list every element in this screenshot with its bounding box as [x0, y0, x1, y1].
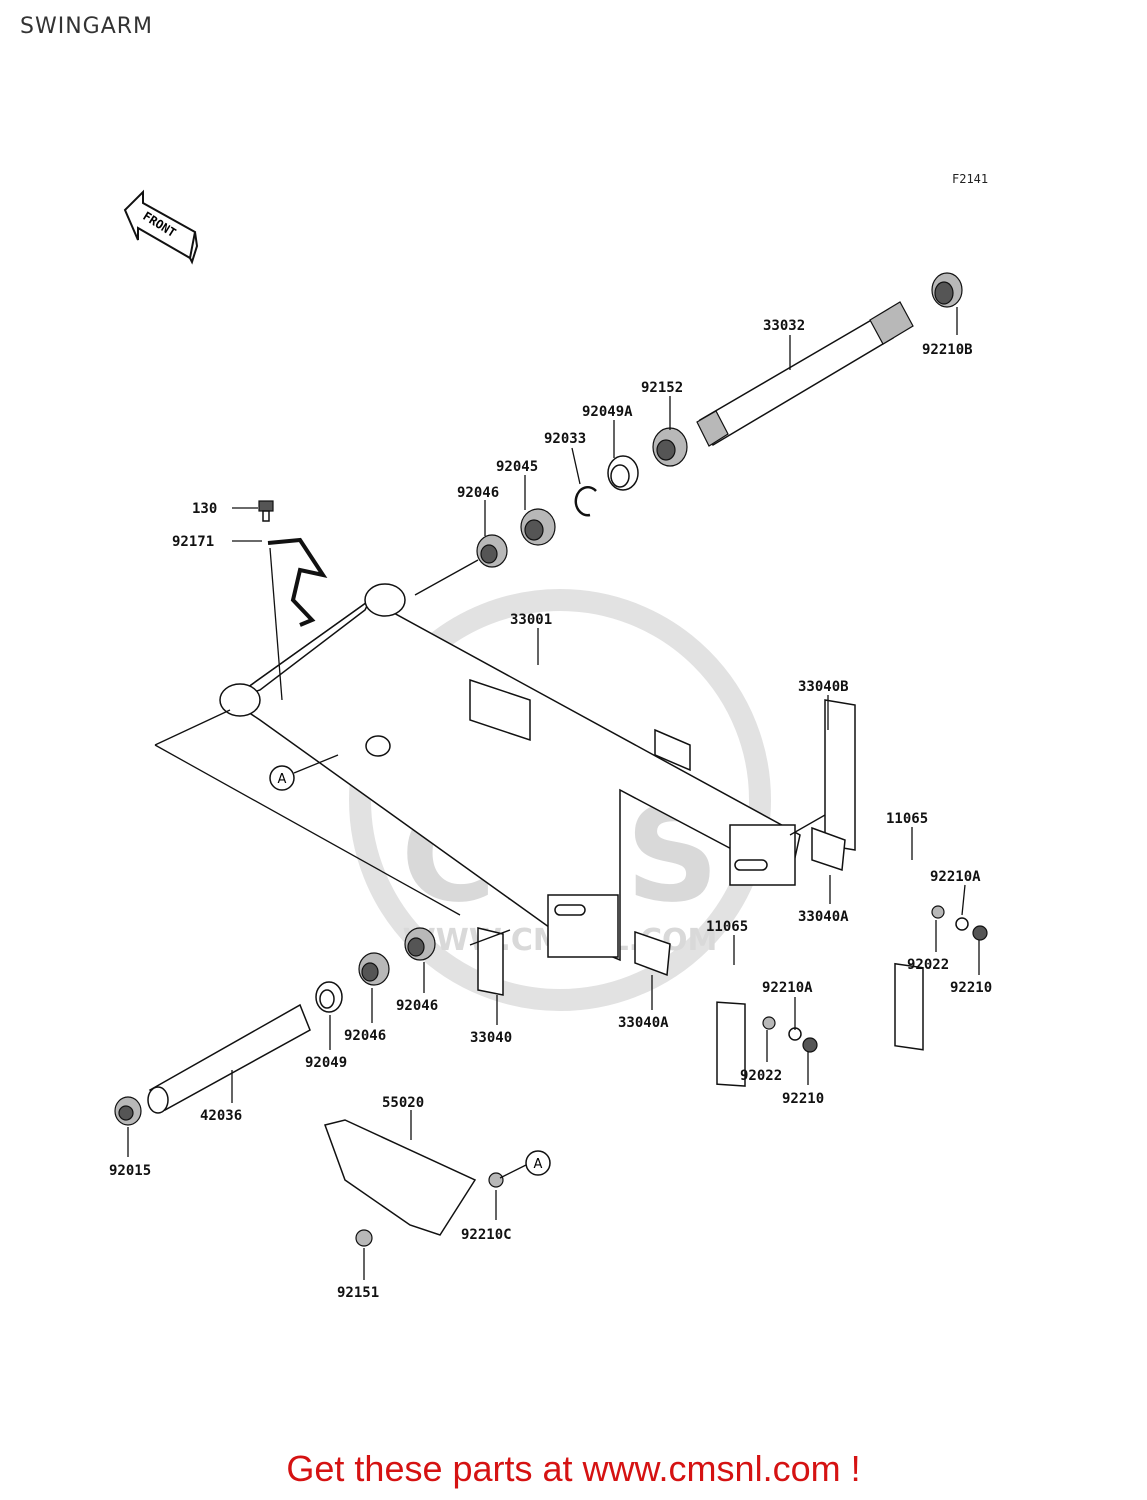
adjuster-33040a-right — [811, 826, 846, 872]
figure-code: F2141 — [952, 172, 989, 186]
bearing-92046-upper — [476, 534, 508, 568]
washer-92210a-right — [955, 917, 969, 931]
callout-92210a-left: 92210A — [762, 980, 813, 996]
nut-92152 — [652, 427, 688, 467]
callout-92049: 92049 — [305, 1055, 347, 1071]
callout-130: 130 — [192, 501, 217, 517]
washer-92022-left — [762, 1016, 776, 1030]
bearing-92046-lower-right — [404, 927, 436, 961]
callout-92033: 92033 — [544, 431, 586, 447]
callout-92210b: 92210B — [922, 342, 973, 358]
callout-92046-lower-left: 92046 — [344, 1028, 386, 1044]
plate-33040b — [824, 699, 856, 851]
swingarm-33001 — [219, 583, 801, 962]
callout-92210-left: 92210 — [782, 1091, 824, 1107]
callout-92045: 92045 — [496, 459, 538, 475]
collar-92210c — [488, 1172, 504, 1188]
reference-mark-a-2: A — [525, 1150, 551, 1176]
nut-92210-right — [972, 925, 988, 941]
nut-92210-left — [802, 1037, 818, 1053]
chain-guard-55020 — [324, 1119, 477, 1236]
bracket-92171 — [267, 537, 328, 627]
callout-92046-lower-right: 92046 — [396, 998, 438, 1014]
bolt-130 — [258, 500, 274, 522]
callout-92049a: 92049A — [582, 404, 633, 420]
plate-33040 — [477, 927, 504, 996]
promo-link[interactable]: Get these parts at www.cmsnl.com ! — [286, 1448, 861, 1489]
callout-92210c: 92210C — [461, 1227, 512, 1243]
plate-11065-left — [716, 1001, 746, 1087]
callout-lines — [127, 307, 980, 1280]
callout-33040a-right: 33040A — [798, 909, 849, 925]
collar-92210b — [931, 272, 963, 308]
reference-mark-label: A — [278, 772, 287, 787]
bearing-92045 — [520, 508, 556, 546]
nut-92015 — [114, 1096, 142, 1126]
callout-55020: 55020 — [382, 1095, 424, 1111]
callout-92210-right: 92210 — [950, 980, 992, 996]
callout-92151: 92151 — [337, 1285, 379, 1301]
seal-92049 — [315, 981, 343, 1013]
callout-92152: 92152 — [641, 380, 683, 396]
reference-mark-label: A — [534, 1157, 543, 1172]
callout-33040a-left: 33040A — [618, 1015, 669, 1031]
callout-33001: 33001 — [510, 612, 552, 628]
bearing-92046-lower-left — [358, 952, 390, 986]
page-title: SWINGARM — [20, 14, 154, 39]
axle-33032 — [696, 301, 914, 447]
callout-42036: 42036 — [200, 1108, 242, 1124]
bolt-92151 — [355, 1229, 373, 1247]
callout-33032: 33032 — [763, 318, 805, 334]
callout-11065-right: 11065 — [886, 811, 928, 827]
seal-92049a — [607, 455, 639, 491]
pivot-shaft-42036 — [147, 1003, 311, 1114]
callout-92022-right: 92022 — [907, 957, 949, 973]
circlip-92033 — [574, 486, 597, 517]
callout-33040b: 33040B — [798, 679, 849, 695]
washer-92022-right — [931, 905, 945, 919]
callout-92015: 92015 — [109, 1163, 151, 1179]
callout-92210a-right: 92210A — [930, 869, 981, 885]
callout-33040: 33040 — [470, 1030, 512, 1046]
callout-92046-upper: 92046 — [457, 485, 499, 501]
callout-11065-left: 11065 — [706, 919, 748, 935]
callout-92171: 92171 — [172, 534, 214, 550]
adjuster-33040a-left — [634, 930, 671, 977]
callout-92022-left: 92022 — [740, 1068, 782, 1084]
front-direction-arrow-icon: FRONT — [123, 189, 199, 265]
reference-mark-a-1: A — [269, 765, 295, 791]
plate-11065-right — [894, 962, 924, 1051]
